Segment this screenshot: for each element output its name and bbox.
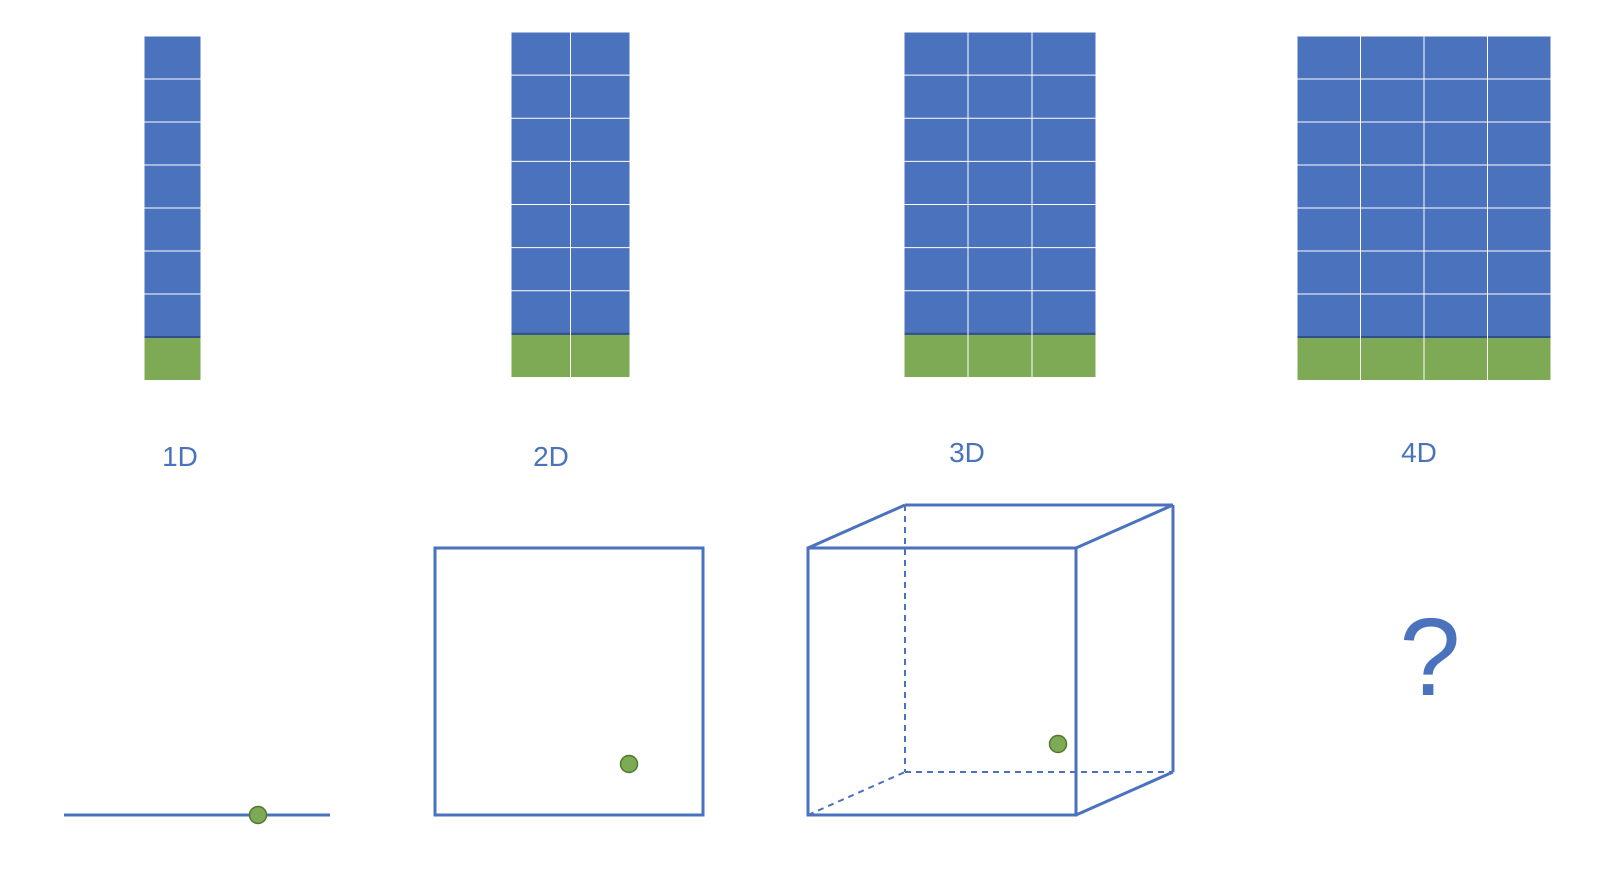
square-2d: [433, 546, 705, 817]
grid-3d: [903, 31, 1097, 377]
cube-3d: [806, 503, 1175, 817]
label-4d: 4D: [1401, 437, 1437, 468]
point-1d: [248, 805, 268, 825]
question-mark-4d: ?: [1399, 596, 1460, 719]
grid-2d: [510, 31, 631, 377]
point-3d: [1048, 734, 1068, 754]
grid-1d: [143, 35, 202, 380]
green-region: [904, 333, 1096, 377]
grid-4d: [1296, 35, 1552, 380]
label-2d: 2D: [533, 441, 569, 472]
label-1d: 1D: [162, 441, 198, 472]
blue-region: [144, 36, 201, 337]
blue-region: [904, 32, 1096, 334]
green-region: [144, 337, 201, 380]
point-2d: [619, 754, 639, 774]
line-1d: [64, 805, 330, 825]
label-3d: 3D: [949, 437, 985, 468]
